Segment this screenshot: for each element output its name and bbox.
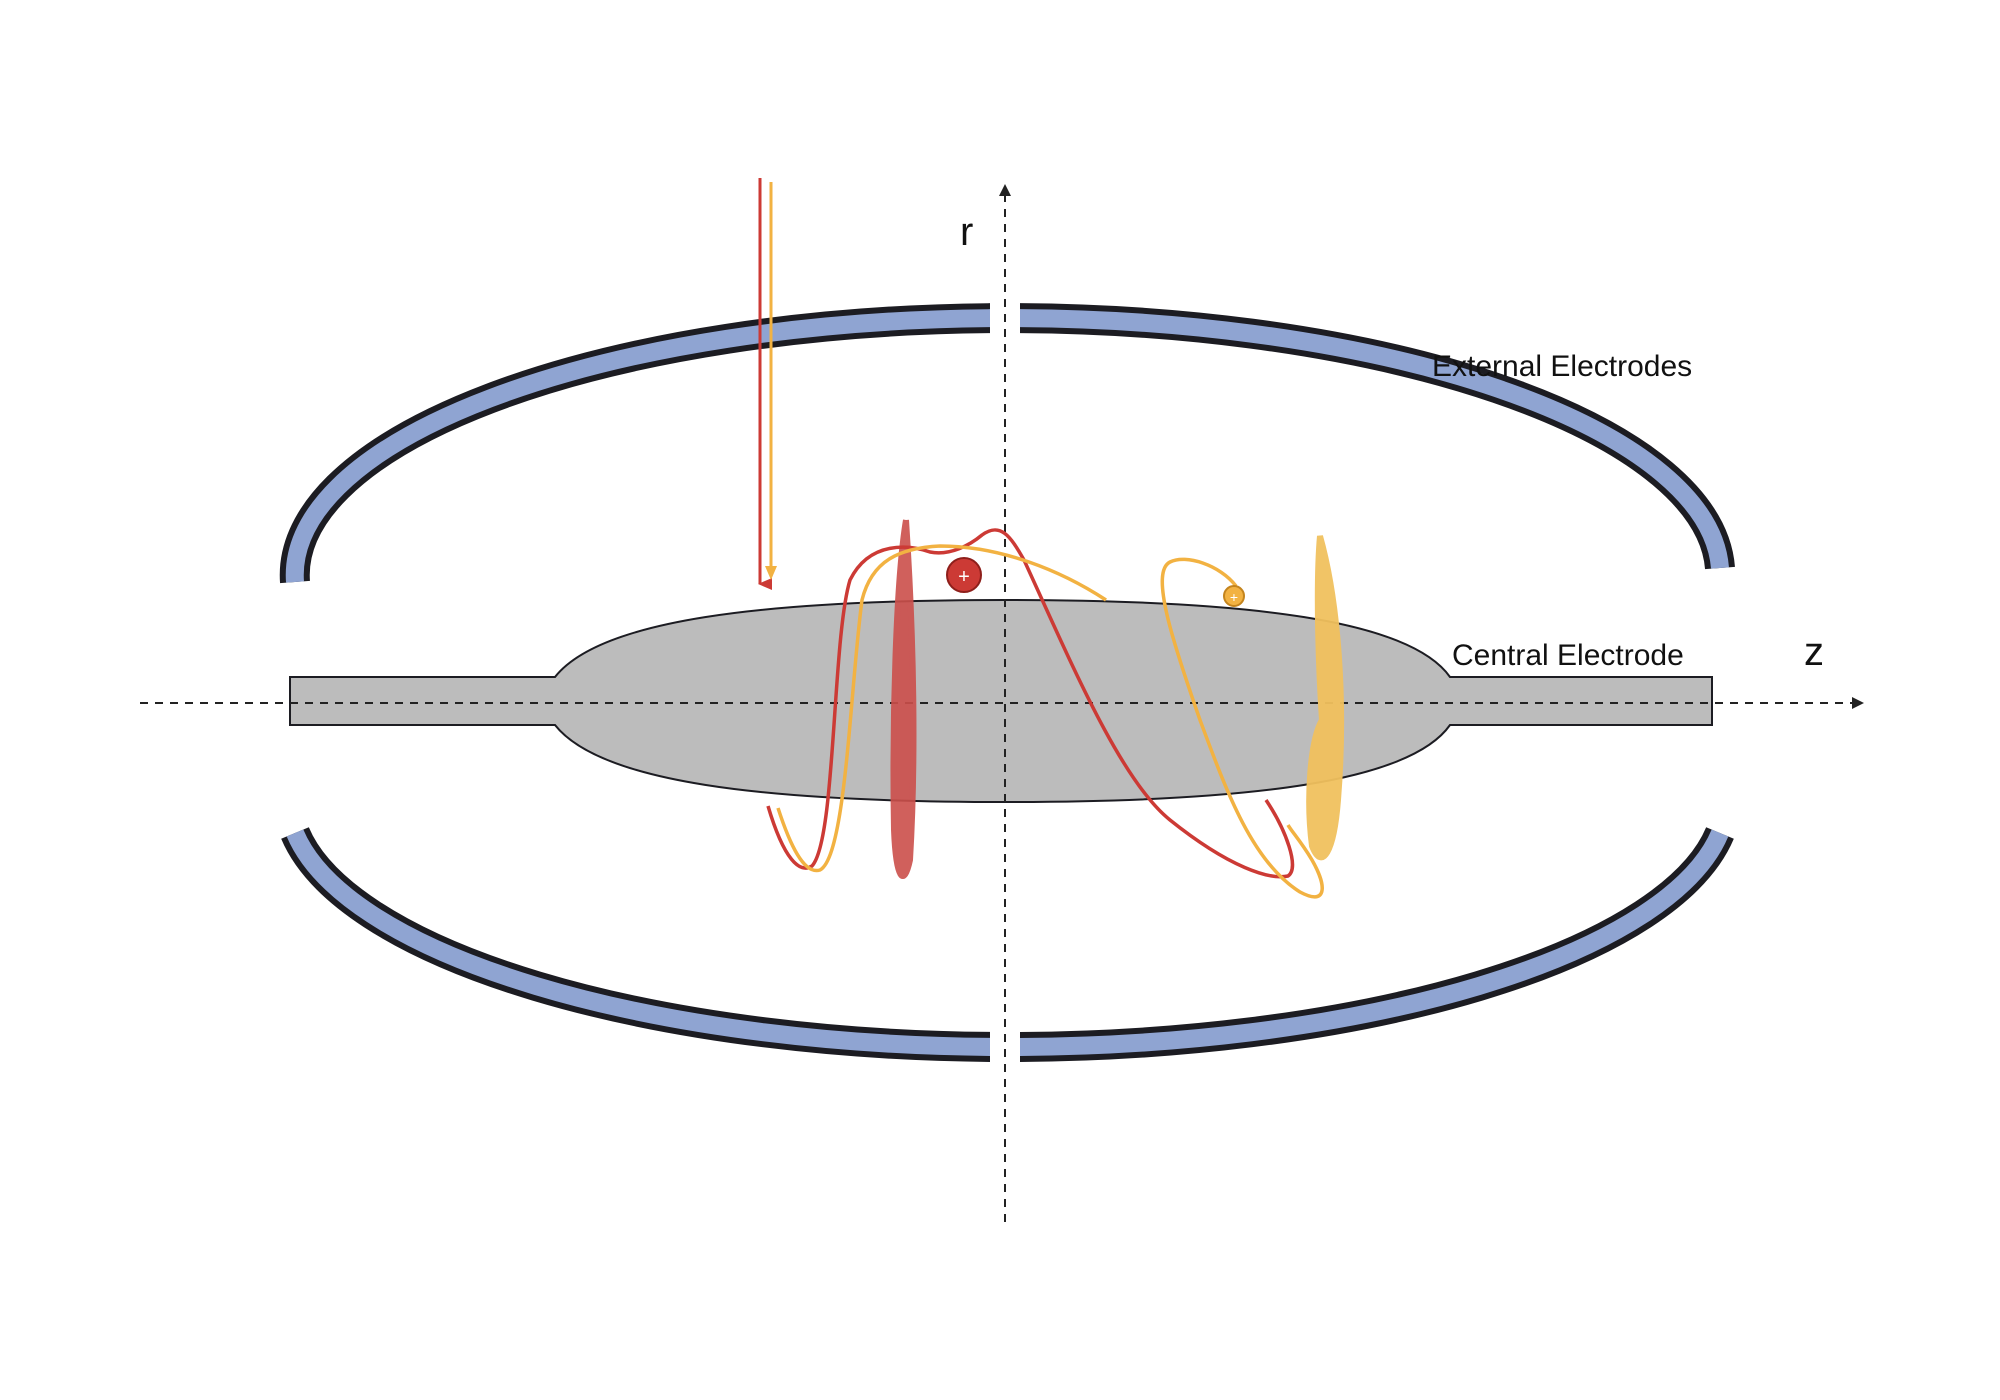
red-rotation-loop [890, 519, 917, 879]
external-electrode-bottom-left [281, 827, 990, 1062]
yellow-ion-trajectory [776, 544, 1324, 899]
red-ion-charge: + [958, 566, 970, 588]
r-axis-label: r [960, 210, 973, 254]
central-electrode-label: Central Electrode [1452, 639, 1684, 672]
external-electrode-top-left [279, 303, 990, 584]
yellow-rotation-loop [1306, 535, 1345, 861]
external-electrode-top-right [1020, 303, 1735, 570]
yellow-ion: + [1223, 585, 1245, 607]
external-electrodes-label: External Electrodes [1432, 350, 1692, 383]
ion-trajectories [766, 519, 1345, 899]
external-electrodes [279, 303, 1735, 1062]
injection-arrows [758, 178, 777, 590]
yellow-injection-arrowhead [765, 566, 777, 580]
red-ion: + [946, 557, 982, 593]
z-axis-label: z [1804, 630, 1824, 674]
yellow-ion-charge: + [1230, 589, 1238, 605]
central-electrode [289, 598, 1713, 804]
red-ion-trajectory [766, 528, 1295, 879]
external-electrode-bottom-right [1020, 827, 1734, 1062]
